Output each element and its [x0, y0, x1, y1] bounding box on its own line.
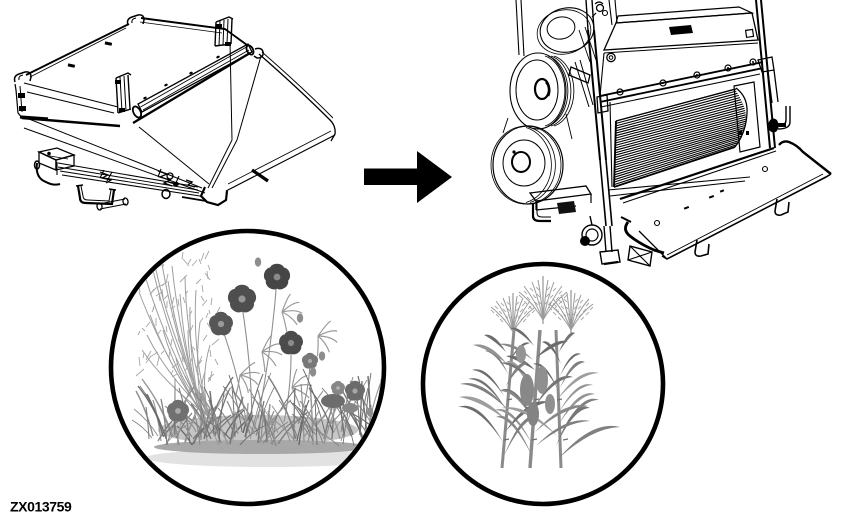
svg-text:ZX013759: ZX013759	[10, 499, 72, 515]
